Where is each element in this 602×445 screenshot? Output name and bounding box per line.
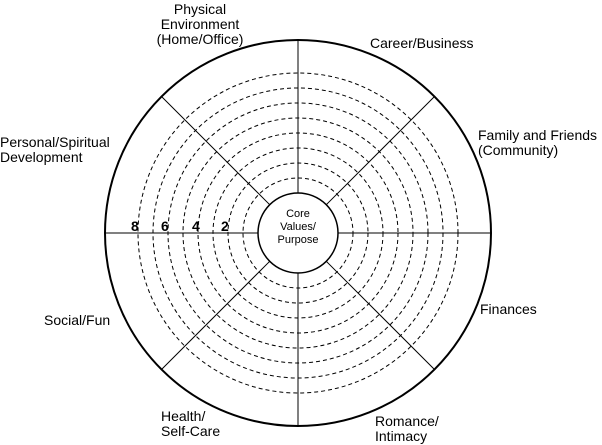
label-romance-intimacy: Romance/ Intimacy xyxy=(375,414,439,444)
label-personal-spiritual: Personal/Spiritual Development xyxy=(0,135,110,165)
label-personal-spiritual-text: Personal/Spiritual Development xyxy=(0,134,110,165)
label-physical-environment-text: Physical Environment (Home/Office) xyxy=(156,1,244,47)
label-social-fun-text: Social/Fun xyxy=(44,312,111,328)
ring-number-4: 4 xyxy=(192,218,200,234)
label-social-fun: Social/Fun xyxy=(44,313,110,328)
label-finances: Finances xyxy=(480,302,537,317)
spoke-top-left xyxy=(161,96,271,206)
label-career-business: Career/Business xyxy=(370,36,474,51)
label-health-selfcare-text: Health/ Self-Care xyxy=(161,408,221,439)
spoke-top-right xyxy=(325,96,435,206)
label-health-selfcare: Health/ Self-Care xyxy=(161,409,220,439)
label-finances-text: Finances xyxy=(480,301,537,317)
label-career-business-text: Career/Business xyxy=(370,35,474,51)
label-romance-intimacy-text: Romance/ Intimacy xyxy=(375,413,439,444)
ring-number-8: 8 xyxy=(131,218,139,234)
label-physical-environment: Physical Environment (Home/Office) xyxy=(145,2,255,47)
core-values-text: Core Values/ Purpose xyxy=(277,208,319,246)
spoke-bottom-left xyxy=(161,260,271,370)
core-circle xyxy=(257,192,339,274)
core-values-label: Core Values/ Purpose xyxy=(258,208,338,247)
label-family-friends-text: Family and Friends (Community) xyxy=(478,127,598,158)
label-family-friends: Family and Friends (Community) xyxy=(478,128,597,158)
ring-number-2: 2 xyxy=(221,218,229,234)
ring-number-6: 6 xyxy=(161,218,169,234)
spoke-bottom-right xyxy=(325,260,435,370)
